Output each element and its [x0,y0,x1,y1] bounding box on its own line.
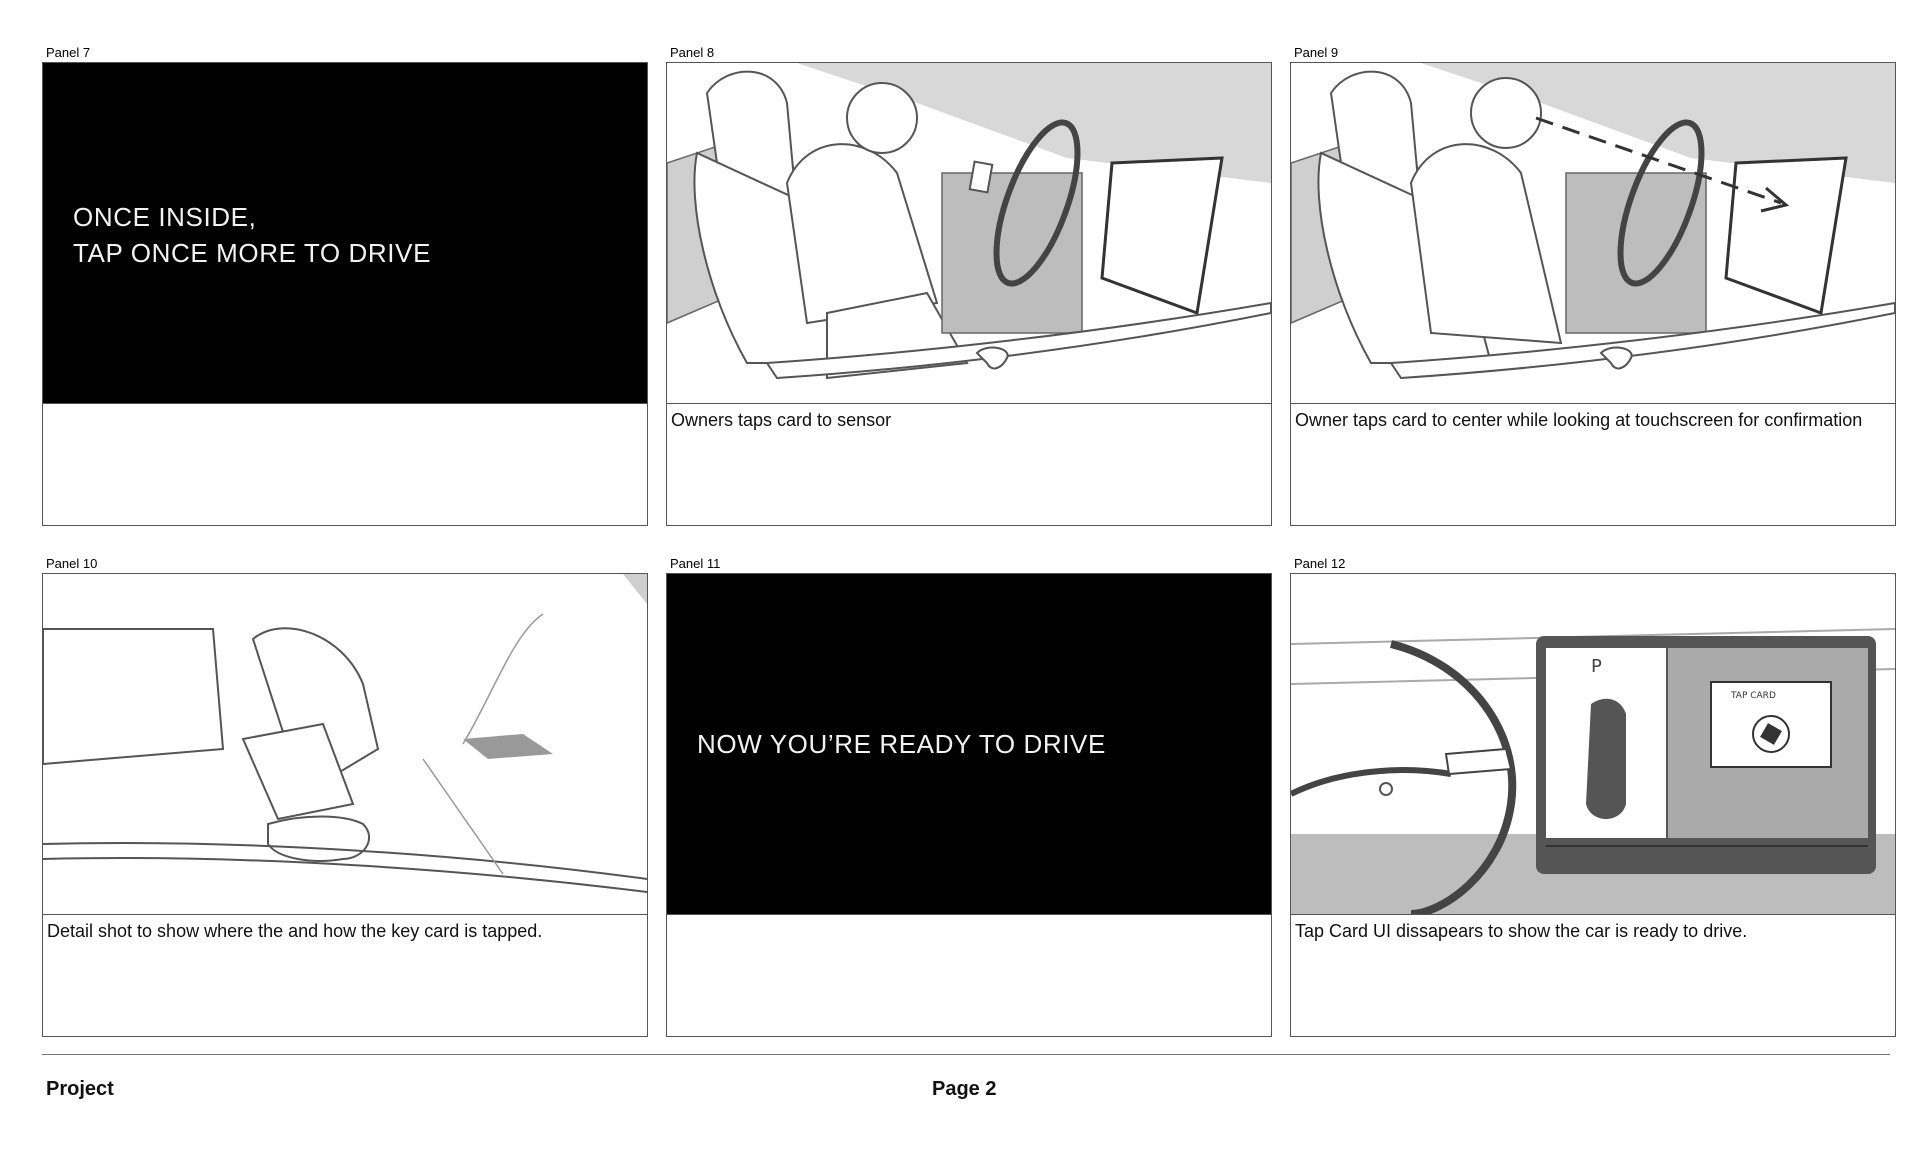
panel-frame: P TAP CARD Tap Card UI dissapears to sho… [1290,573,1896,1037]
footer-project: Project [46,1078,114,1100]
panel-label: Panel 8 [670,45,715,60]
title-line: TAP ONCE MORE TO DRIVE [73,238,432,268]
caption-area: Owner taps card to center while looking … [1291,403,1895,526]
caption-area: Detail shot to show where the and how th… [43,914,647,1037]
panel-frame: NOW YOU’RE READY TO DRIVE [666,573,1272,1037]
caption-area: Tap Card UI dissapears to show the car i… [1291,914,1895,1037]
sketch-driver-looks-at-screen [1291,63,1895,403]
caption: Tap Card UI dissapears to show the car i… [1295,921,1748,941]
tap-card-label: TAP CARD [1730,691,1776,701]
panel-label: Panel 9 [1294,45,1339,60]
title-card-image: ONCE INSIDE, TAP ONCE MORE TO DRIVE [43,63,647,403]
caption: Owners taps card to sensor [671,410,892,430]
panel-frame: Owner taps card to center while looking … [1290,62,1896,526]
key-card-detail-sketch [43,574,647,893]
caption: Detail shot to show where the and how th… [47,921,543,941]
panel-label: Panel 11 [670,556,721,571]
panel-label: Panel 10 [46,556,98,571]
title-line: ONCE INSIDE, [73,202,257,232]
caption: Owner taps card to center while looking … [1295,410,1863,430]
footer-divider [42,1054,1890,1055]
title-card-text: ONCE INSIDE, TAP ONCE MORE TO DRIVE [73,199,431,271]
car-interior-sketch [1291,63,1895,380]
panel-label: Panel 7 [46,45,91,60]
touchscreen-sketch: P TAP CARD [1291,574,1895,914]
panel-frame: Detail shot to show where the and how th… [42,573,648,1037]
caption-area [43,403,647,526]
caption-area [667,914,1271,1037]
gear-indicator: P [1591,656,1602,677]
sketch-driver-taps-card [667,63,1271,403]
car-interior-sketch [667,63,1271,380]
title-line: NOW YOU’RE READY TO DRIVE [697,729,1106,759]
sketch-key-card-detail [43,574,647,914]
footer-page-number: Page 2 [932,1078,997,1100]
panel-frame: ONCE INSIDE, TAP ONCE MORE TO DRIVE [42,62,648,526]
sketch-touchscreen-ui: P TAP CARD [1291,574,1895,914]
caption-area: Owners taps card to sensor [667,403,1271,526]
panel-frame: Owners taps card to sensor [666,62,1272,526]
title-card-text: NOW YOU’RE READY TO DRIVE [697,726,1106,762]
title-card-image: NOW YOU’RE READY TO DRIVE [667,574,1271,914]
panel-label: Panel 12 [1294,556,1346,571]
